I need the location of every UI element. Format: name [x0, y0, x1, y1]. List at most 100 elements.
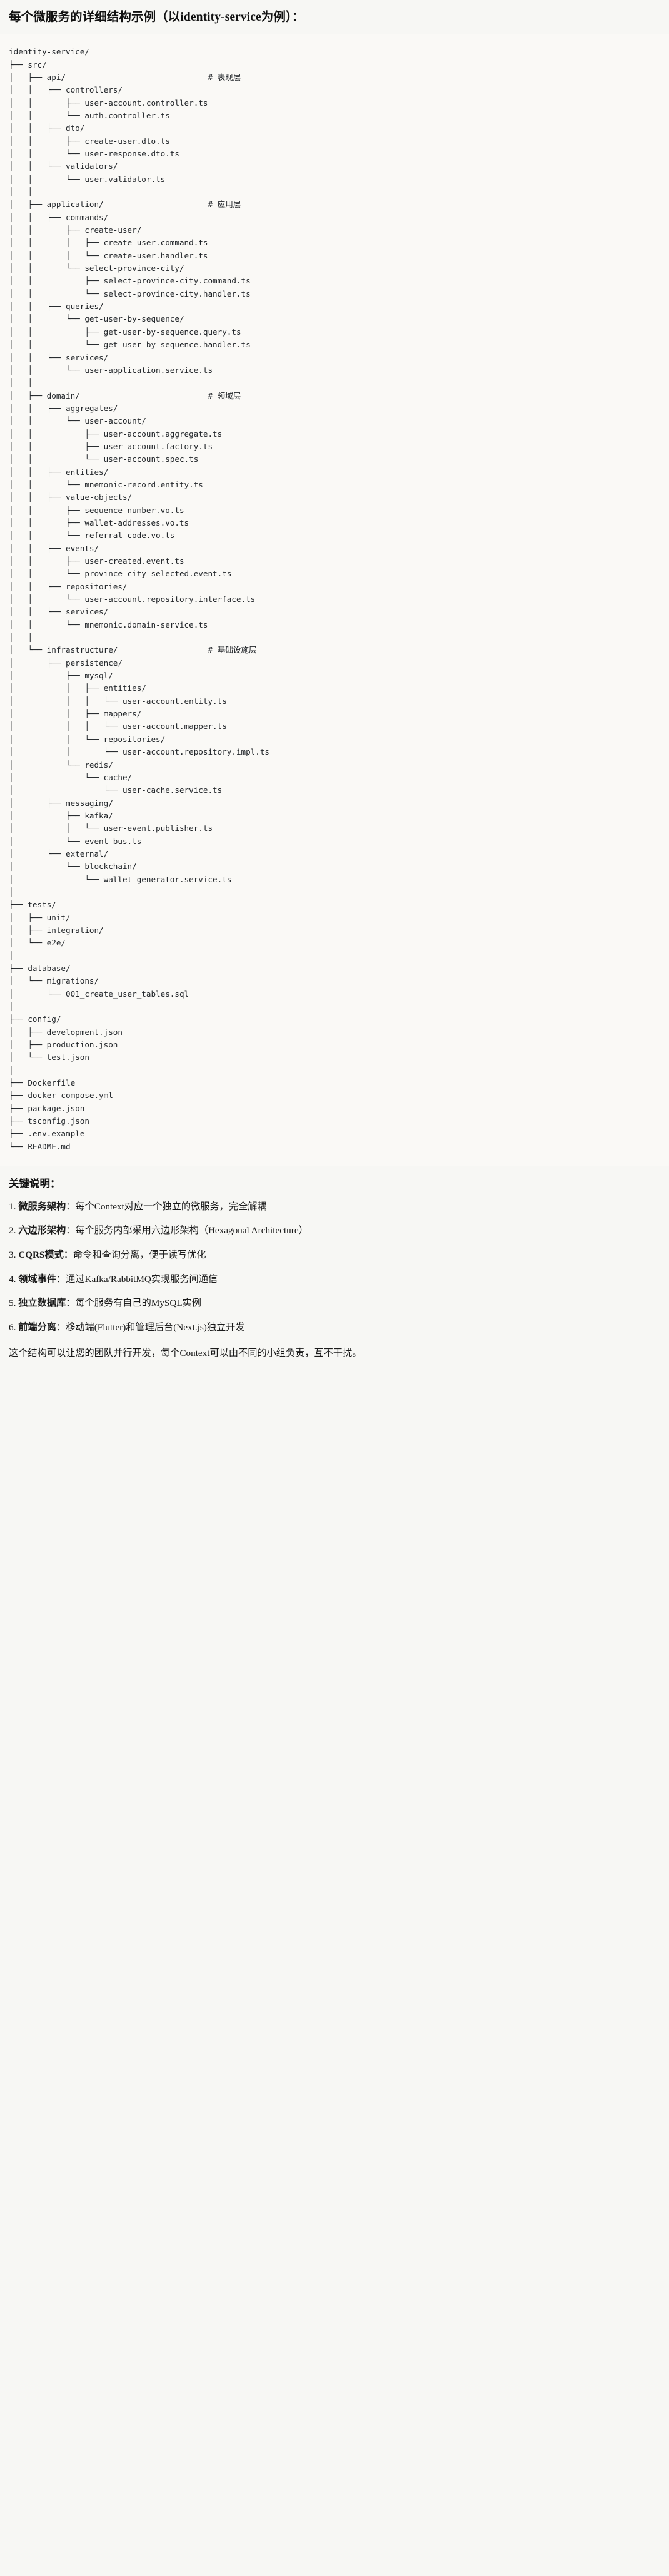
tree-layer-comment: # 基础设施层 — [208, 645, 257, 655]
tree-line: │ ├── unit/ — [9, 912, 71, 922]
tree-line: │ │ │ │ ├── create-user.command.ts — [9, 238, 208, 248]
key-note-item: 2. 六边形架构：每个服务内部采用六边形架构（Hexagonal Archite… — [9, 1223, 660, 1238]
tree-line: │ │ │ └── user-account.repository.impl.t… — [9, 747, 270, 757]
key-note-term: 前端分离 — [18, 1321, 56, 1333]
tree-layer-comment: # 领域层 — [208, 390, 241, 400]
tree-line: ├── Dockerfile — [9, 1078, 76, 1088]
tree-line: │ │ │ ├── mappers/ — [9, 709, 142, 719]
tree-line: ├── config/ — [9, 1014, 61, 1024]
tree-line: │ ├── messaging/ — [9, 798, 113, 808]
tree-line: │ │ ├── controllers/ — [9, 85, 123, 95]
tree-line: │ │ │ └── select-province-city/ — [9, 263, 184, 273]
key-note-description: 每个服务有自己的MySQL实例 — [75, 1298, 201, 1309]
tree-line: │ │ └── user-cache.service.ts — [9, 785, 223, 795]
tree-layer-comment: # 表现层 — [208, 72, 241, 82]
tree-line: │ │ │ └── user-account/ — [9, 416, 146, 426]
tree-line: │ │ │ └── get-user-by-sequence/ — [9, 314, 184, 324]
tree-line: │ │ │ └── user-response.dto.ts — [9, 149, 179, 159]
tree-line: │ │ ├── mysql/ — [9, 671, 113, 681]
tree-line: identity-service/ — [9, 47, 89, 57]
tree-line: │ │ │ ├── user-account.controller.ts — [9, 98, 208, 108]
page-title: 每个微服务的详细结构示例（以identity-service为例）： — [9, 11, 304, 24]
tree-line: │ │ │ └── referral-code.vo.ts — [9, 531, 175, 541]
tree-line: │ │ ├── repositories/ — [9, 581, 128, 591]
tree-line: │ │ │ ├── user-created.event.ts — [9, 556, 184, 566]
tree-line: │ │ ├── kafka/ — [9, 810, 113, 820]
tree-line: │ │ │ ├── user-account.factory.ts — [9, 441, 213, 451]
tree-line: ├── database/ — [9, 964, 71, 974]
tree-line: │ │ └── services/ — [9, 352, 109, 362]
tree-line: │ │ │ ├── select-province-city.command.t… — [9, 276, 251, 286]
tree-line: │ └── external/ — [9, 848, 109, 858]
tree-line: │ ├── application/ # 应用层 — [9, 200, 241, 210]
key-note-separator: ： — [56, 1321, 66, 1333]
key-note-item: 5. 独立数据库：每个服务有自己的MySQL实例 — [9, 1296, 660, 1311]
key-notes-heading: 关键说明： — [9, 1178, 61, 1190]
key-note-separator: ： — [56, 1273, 66, 1285]
tree-line: ├── tsconfig.json — [9, 1116, 89, 1126]
tree-line: │ — [9, 887, 14, 897]
key-note-term: CQRS模式 — [18, 1250, 64, 1261]
key-note-number: 5. — [9, 1298, 19, 1309]
tree-line: │ │ │ │ └── user-account.entity.ts — [9, 696, 227, 706]
key-note-item: 4. 领域事件：通过Kafka/RabbitMQ实现服务间通信 — [9, 1272, 660, 1287]
tree-line: │ ├── integration/ — [9, 925, 104, 935]
key-note-term: 六边形架构 — [18, 1225, 66, 1236]
tree-line: │ │ ├── aggregates/ — [9, 403, 118, 413]
tree-line: │ ├── api/ # 表现层 — [9, 72, 241, 82]
tree-line: │ ├── production.json — [9, 1040, 118, 1050]
tree-line: │ └── 001_create_user_tables.sql — [9, 989, 189, 999]
key-note-description: 通过Kafka/RabbitMQ实现服务间通信 — [66, 1273, 218, 1285]
tree-line: │ │ │ ├── user-account.aggregate.ts — [9, 429, 223, 439]
tree-line: │ └── infrastructure/ # 基础设施层 — [9, 645, 257, 655]
tree-line: │ │ │ └── user-event.publisher.ts — [9, 823, 213, 833]
tree-line: │ ├── development.json — [9, 1027, 123, 1037]
key-note-term: 微服务架构 — [18, 1201, 66, 1212]
tree-line: │ │ └── services/ — [9, 607, 109, 617]
tree-line: │ │ ├── events/ — [9, 543, 99, 553]
tree-line: │ │ — [9, 378, 33, 388]
tree-line: │ │ │ │ └── create-user.handler.ts — [9, 250, 208, 260]
tree-line: ├── package.json — [9, 1103, 85, 1113]
tree-line: │ │ │ └── select-province-city.handler.t… — [9, 288, 251, 298]
tree-line: │ │ — [9, 187, 33, 197]
tree-line: ├── .env.example — [9, 1129, 85, 1139]
tree-line: │ │ │ └── user-account.repository.interf… — [9, 594, 256, 604]
tree-line: │ │ — [9, 633, 33, 643]
tree-layer-comment: # 应用层 — [208, 200, 241, 210]
tree-line: │ └── blockchain/ — [9, 862, 137, 872]
tree-line: │ │ ├── entities/ — [9, 467, 109, 477]
tree-line: │ │ └── mnemonic.domain-service.ts — [9, 619, 208, 629]
key-note-number: 3. — [9, 1250, 19, 1261]
key-note-number: 6. — [9, 1321, 19, 1333]
tree-line: │ │ ├── value-objects/ — [9, 492, 133, 502]
key-note-term: 独立数据库 — [18, 1298, 66, 1309]
directory-tree: identity-service/├── src/│ ├── api/ # 表现… — [9, 46, 660, 1153]
document-page: 每个微服务的详细结构示例（以identity-service为例）： ident… — [0, 0, 669, 1373]
key-note-separator: ： — [66, 1298, 76, 1309]
tree-line: │ └── wallet-generator.service.ts — [9, 874, 232, 884]
key-note-number: 1. — [9, 1201, 19, 1212]
key-note-number: 2. — [9, 1225, 19, 1236]
tree-line: │ │ └── cache/ — [9, 772, 133, 782]
tree-line: │ — [9, 950, 14, 960]
tree-line: │ │ └── event-bus.ts — [9, 836, 142, 846]
key-note-description: 移动端(Flutter)和管理后台(Next.js)独立开发 — [66, 1321, 245, 1333]
tree-line: ├── tests/ — [9, 900, 56, 910]
tree-line: │ │ │ └── auth.controller.ts — [9, 110, 170, 120]
tree-line: │ — [9, 1065, 14, 1075]
tree-line: │ │ │ ├── wallet-addresses.vo.ts — [9, 517, 189, 527]
tree-line: │ │ │ ├── entities/ — [9, 683, 146, 693]
tree-line: │ │ │ └── get-user-by-sequence.handler.t… — [9, 340, 251, 350]
tree-line: │ │ │ └── repositories/ — [9, 734, 166, 744]
key-note-description: 每个服务内部采用六边形架构（Hexagonal Architecture） — [75, 1225, 308, 1236]
key-note-term: 领域事件 — [18, 1273, 56, 1285]
tree-line: └── README.md — [9, 1141, 71, 1151]
tree-line: │ │ │ └── user-account.spec.ts — [9, 454, 199, 464]
title-section: 每个微服务的详细结构示例（以identity-service为例）： — [0, 0, 669, 35]
tree-line: │ │ ├── commands/ — [9, 212, 109, 222]
tree-line: │ │ │ │ └── user-account.mapper.ts — [9, 721, 227, 731]
tree-line: │ └── test.json — [9, 1052, 89, 1062]
